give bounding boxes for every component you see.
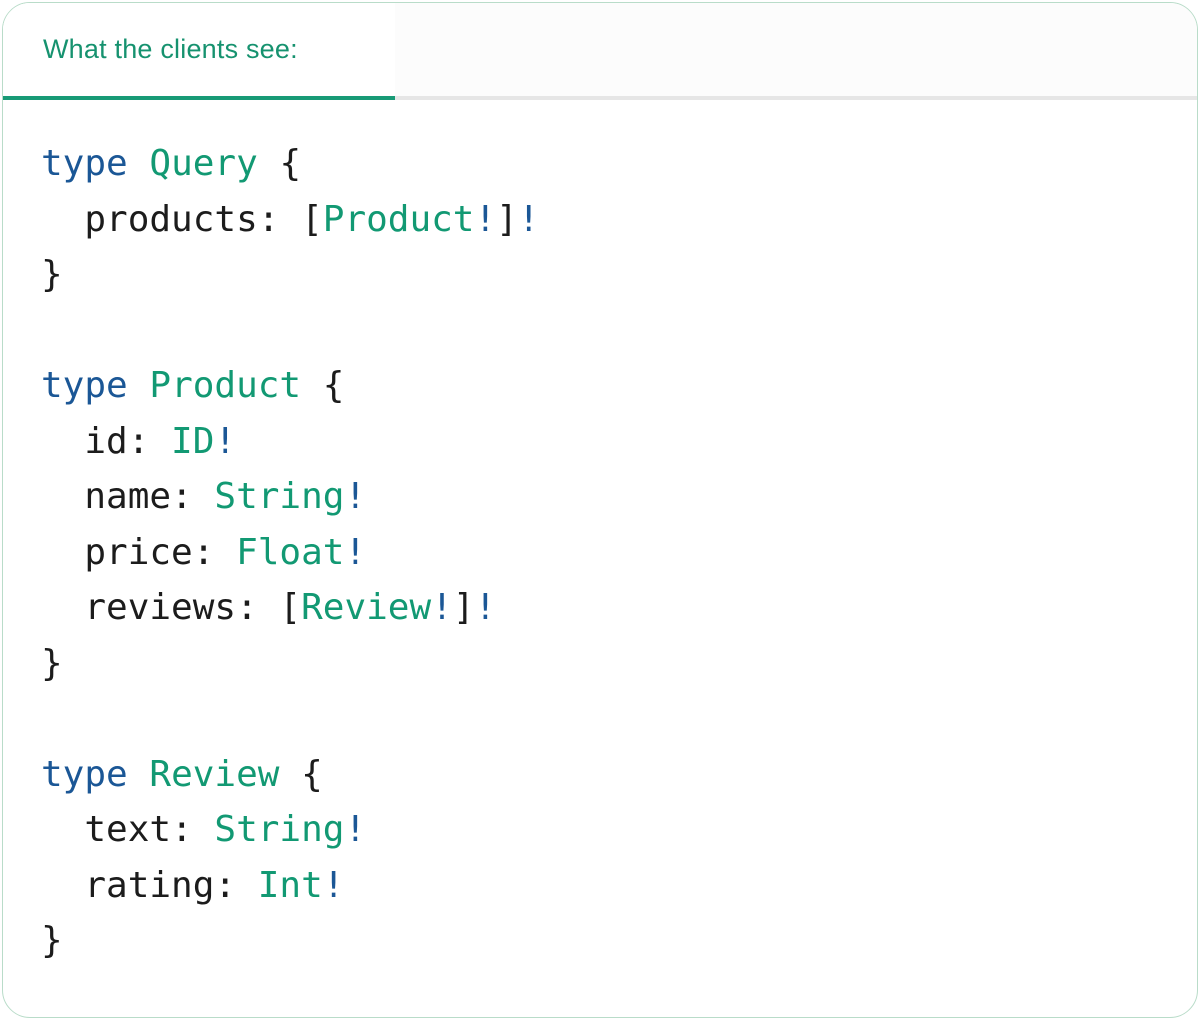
code-token-plain: rating:: [41, 864, 258, 906]
code-token-plain: {: [257, 143, 302, 184]
code-line: }: [41, 247, 1197, 303]
code-token-plain: }: [41, 920, 63, 961]
code-token-plain: [128, 143, 150, 184]
code-line: type Review {: [41, 747, 1197, 803]
code-token-type: Int: [257, 864, 323, 906]
code-line: type Product {: [41, 358, 1197, 414]
code-token-type: Review: [301, 587, 432, 628]
code-token-plain: reviews: [: [41, 587, 302, 628]
code-token-plain: price:: [41, 531, 237, 573]
code-token-plain: [128, 754, 150, 795]
code-token-keyword: !: [517, 198, 540, 240]
tab-what-clients-see[interactable]: What the clients see:: [3, 3, 395, 96]
code-line: name: String!: [41, 469, 1197, 525]
code-token-keyword: type: [41, 753, 128, 795]
code-line: }: [41, 913, 1197, 969]
code-token-keyword: !: [344, 531, 367, 573]
code-token-plain: name:: [41, 476, 215, 517]
code-token-keyword: !: [214, 420, 237, 462]
active-tab-underline: [3, 96, 395, 100]
code-line: [41, 691, 1197, 747]
tab-label: What the clients see:: [43, 34, 298, 64]
code-token-keyword: !: [344, 809, 367, 850]
code-token-keyword: !: [322, 864, 345, 906]
tab-bar: What the clients see:: [3, 3, 1197, 100]
code-token-plain: products: [: [41, 198, 323, 240]
code-token-plain: }: [41, 642, 63, 684]
code-token-type: Query: [149, 143, 258, 184]
code-line: reviews: [Review!]!: [41, 580, 1197, 636]
code-token-keyword: !: [431, 587, 453, 628]
code-token-type: Product: [322, 198, 475, 240]
code-line: id: ID!: [41, 414, 1197, 470]
code-token-type: ID: [171, 420, 215, 462]
code-line: type Query {: [41, 136, 1197, 192]
code-token-keyword: type: [41, 143, 128, 184]
code-token-plain: text:: [41, 809, 215, 850]
code-line: price: Float!: [41, 525, 1197, 581]
code-line: rating: Int!: [41, 858, 1197, 914]
code-token-plain: ]: [452, 587, 475, 628]
code-token-type: Float: [236, 531, 345, 573]
code-token-plain: {: [279, 753, 323, 795]
code-line: [41, 303, 1197, 359]
code-token-plain: id:: [41, 420, 172, 462]
code-token-keyword: !: [474, 198, 497, 240]
code-token-keyword: !: [474, 587, 497, 628]
code-token-type: String: [214, 809, 345, 850]
code-token-plain: }: [41, 254, 63, 295]
code-token-plain: [128, 365, 150, 406]
graphql-schema-code-block: type Query { products: [Product!]!} type…: [41, 136, 1197, 969]
code-token-plain: {: [301, 365, 345, 406]
code-token-keyword: !: [344, 476, 367, 517]
code-line: text: String!: [41, 802, 1197, 858]
code-token-type: String: [214, 476, 345, 517]
code-line: products: [Product!]!: [41, 192, 1197, 248]
tab-bar-divider: [3, 96, 1197, 100]
code-token-plain: ]: [496, 198, 518, 240]
code-token-keyword: type: [41, 365, 128, 406]
code-token-type: Product: [149, 365, 302, 406]
code-token-type: Review: [149, 753, 280, 795]
code-line: }: [41, 636, 1197, 692]
